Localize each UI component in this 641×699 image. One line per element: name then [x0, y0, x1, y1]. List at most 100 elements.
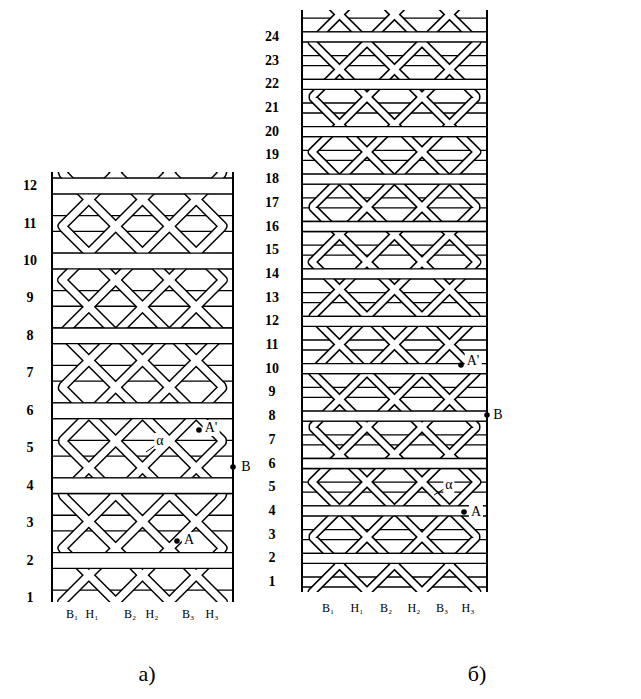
weft-edge [302, 482, 487, 483]
strand-label: Н₃ [206, 608, 219, 620]
weft-edge [302, 126, 487, 127]
weft-fill [302, 222, 487, 232]
row-number: 11 [265, 338, 278, 352]
weft-edge [52, 327, 233, 328]
row-number: 22 [265, 77, 279, 91]
weft-edge [302, 79, 487, 80]
weft-edge [302, 231, 487, 232]
weft-edge [302, 207, 487, 208]
weft-edge [52, 178, 233, 179]
point-dot [461, 509, 467, 515]
weft-edge [302, 41, 487, 42]
warp-strand [313, 10, 477, 592]
weft-edge [302, 183, 487, 184]
weft-fill [52, 328, 233, 344]
row-number: 4 [269, 504, 276, 518]
row-number: 1 [269, 575, 276, 589]
weft-band [302, 506, 487, 516]
weft-edge [52, 343, 233, 344]
point-label: A [469, 504, 483, 520]
row-number: 12 [23, 179, 37, 193]
weft-band [302, 530, 487, 540]
warp-strand [313, 10, 477, 592]
point-label: A' [203, 420, 220, 436]
weft-edge [302, 89, 487, 90]
weft-band [302, 316, 487, 326]
weft-edge [302, 231, 487, 232]
weft-band [52, 553, 233, 569]
weft-edge [52, 568, 233, 569]
weft-fill [302, 269, 487, 279]
weft-edge [302, 326, 487, 327]
weft-edge [302, 79, 487, 80]
weft-band [52, 478, 233, 494]
weft-fill [302, 32, 487, 42]
weft-band [52, 253, 233, 269]
weft-band [52, 216, 233, 232]
row-number: 17 [265, 196, 279, 210]
strand-label: В₂ [124, 608, 136, 620]
weft-fill [302, 506, 487, 516]
row-number: 4 [27, 479, 34, 493]
weft-edge [52, 252, 233, 253]
weft-fill [302, 198, 487, 208]
row-number: 6 [269, 457, 276, 471]
weft-edge [302, 492, 487, 493]
warp-strand-edge [62, 172, 222, 602]
weft-band [302, 222, 487, 232]
warp-strand [312, 10, 476, 592]
weft-edge [302, 173, 487, 174]
weft-edge [302, 529, 487, 530]
weft-edge [302, 410, 487, 411]
row-number: 15 [265, 243, 279, 257]
weft-fill [302, 316, 487, 326]
weft-fill [52, 553, 233, 569]
warp-strand-edge [62, 172, 222, 602]
weft-edge [302, 136, 487, 137]
weft-edge [52, 193, 233, 194]
row-number: 8 [27, 329, 34, 343]
weft-band [302, 174, 487, 184]
weft-edge [302, 468, 487, 469]
weft-fill [302, 459, 487, 469]
weave-pattern [52, 172, 233, 602]
weft-edge [52, 252, 233, 253]
weft-band [302, 79, 487, 89]
weft-band [302, 316, 487, 326]
weft-edge [302, 458, 487, 459]
strand-label: В₂ [380, 602, 392, 614]
weft-fill [52, 403, 233, 419]
weft-edge [302, 136, 487, 137]
selvage-line [232, 172, 234, 602]
weft-edge [302, 505, 487, 506]
weft-edge [52, 552, 233, 553]
point-dot [174, 538, 180, 544]
point-label: B [239, 459, 252, 475]
weft-edge [302, 173, 487, 174]
point-label: A' [465, 353, 482, 369]
row-number: 20 [265, 125, 279, 139]
weft-edge [302, 563, 487, 564]
weft-edge [302, 420, 487, 421]
warp-strand-edge [312, 10, 476, 592]
warp-strand-edge [62, 172, 222, 602]
weft-band [302, 269, 487, 279]
weft-fill [302, 269, 487, 279]
weft-edge [302, 41, 487, 42]
weft-edge [302, 221, 487, 222]
row-number: 24 [265, 30, 279, 44]
weft-edge [302, 553, 487, 554]
point-label: A [182, 532, 196, 548]
strand-label: В₃ [436, 602, 448, 614]
weft-fill [52, 253, 233, 269]
row-number: 11 [23, 217, 36, 231]
angle-symbol: α [154, 433, 165, 449]
row-number: 5 [269, 480, 276, 494]
weft-edge [302, 458, 487, 459]
weft-fill [302, 530, 487, 540]
weft-band [302, 459, 487, 469]
weft-fill [302, 174, 487, 184]
weft-edge [302, 515, 487, 516]
weft-edge [302, 410, 487, 411]
